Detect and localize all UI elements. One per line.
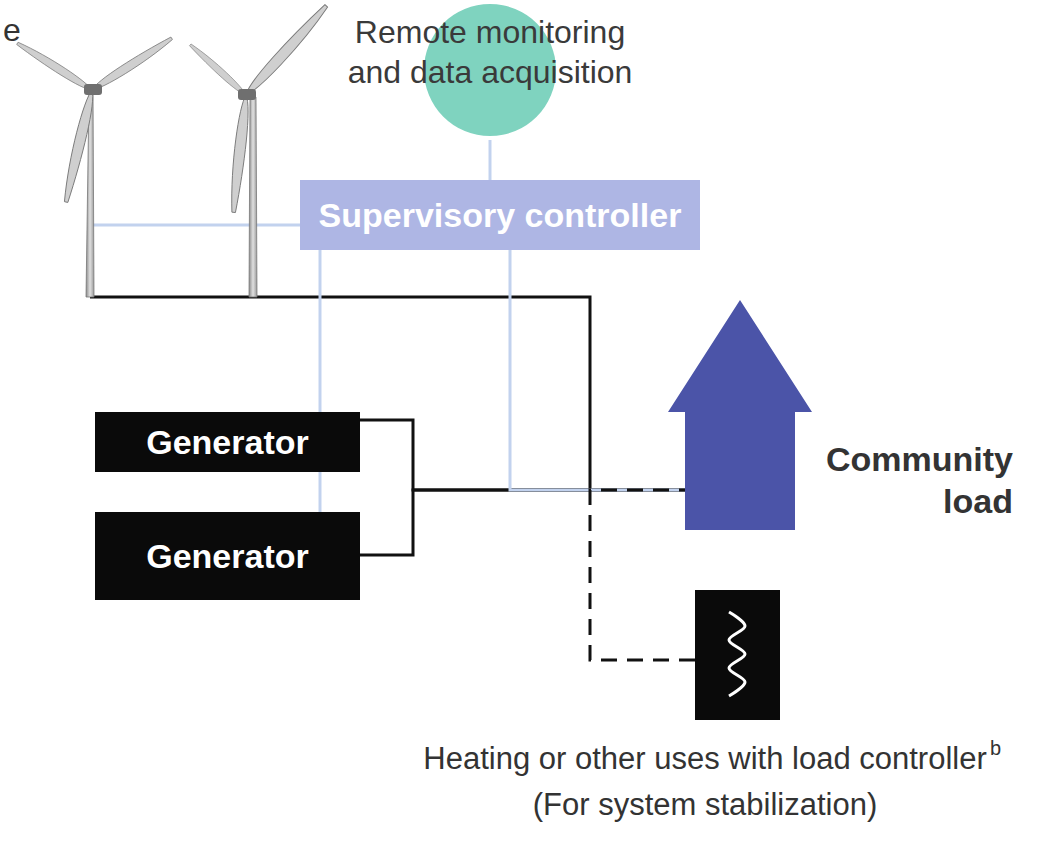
wind-turbine xyxy=(188,2,330,297)
wire xyxy=(489,140,492,180)
node-text: Supervisory controller xyxy=(319,196,682,234)
heater-load: Heating or other uses with load controll… xyxy=(370,590,1040,852)
community-load: Community load xyxy=(668,298,1013,533)
cut-label: e xyxy=(3,12,21,49)
wire xyxy=(360,490,685,555)
wind-turbine xyxy=(15,35,174,297)
controller-box: Supervisory controller xyxy=(300,180,700,250)
footnote-mark: b xyxy=(990,737,1001,760)
heater-box xyxy=(695,590,780,720)
power-wire xyxy=(90,297,590,490)
dashed-wire xyxy=(590,490,695,660)
wire xyxy=(319,472,322,512)
node-text: Generator xyxy=(146,537,309,575)
text-line: Community load xyxy=(813,438,1013,522)
turbine-blade xyxy=(242,2,330,98)
turbine-tower xyxy=(249,97,257,297)
turbine-blade xyxy=(188,42,248,97)
text-line: Remote monitoring and data acquisition xyxy=(340,12,640,92)
node-text: Generator xyxy=(146,423,309,461)
turbine-nacelle xyxy=(238,89,256,100)
monitoring-circle: Remote monitoring and data acquisition xyxy=(340,0,640,140)
text-line: Generator xyxy=(146,423,309,462)
turbine-blade xyxy=(228,94,251,212)
text-line: (For system stabilization) xyxy=(370,782,1040,828)
spacer xyxy=(253,225,254,297)
node-text: Community load xyxy=(826,440,1013,520)
wire xyxy=(510,250,685,490)
node-text: (For system stabilization) xyxy=(533,787,878,822)
text-line: Heating or other uses with load controll… xyxy=(370,736,1040,782)
node-text: Heating or other uses with load controll… xyxy=(423,741,986,776)
turbine-blade xyxy=(15,40,94,93)
heater-symbol xyxy=(695,590,780,720)
text-line: Generator xyxy=(146,537,309,576)
text-line: Supervisory controller xyxy=(319,196,682,235)
generator-box: Generator xyxy=(95,512,360,600)
wire xyxy=(319,250,322,412)
house-arrow-fill xyxy=(668,300,812,530)
turbine-blade xyxy=(61,89,97,203)
house-arrow xyxy=(668,298,812,533)
turbine-nacelle xyxy=(84,84,102,95)
control-wire xyxy=(90,224,300,227)
heater-coil xyxy=(729,612,745,696)
generator-box: Generator xyxy=(95,412,360,472)
node-text: Remote monitoring and data acquisition xyxy=(348,14,633,90)
wire xyxy=(360,420,685,490)
turbine-blade xyxy=(90,35,174,94)
